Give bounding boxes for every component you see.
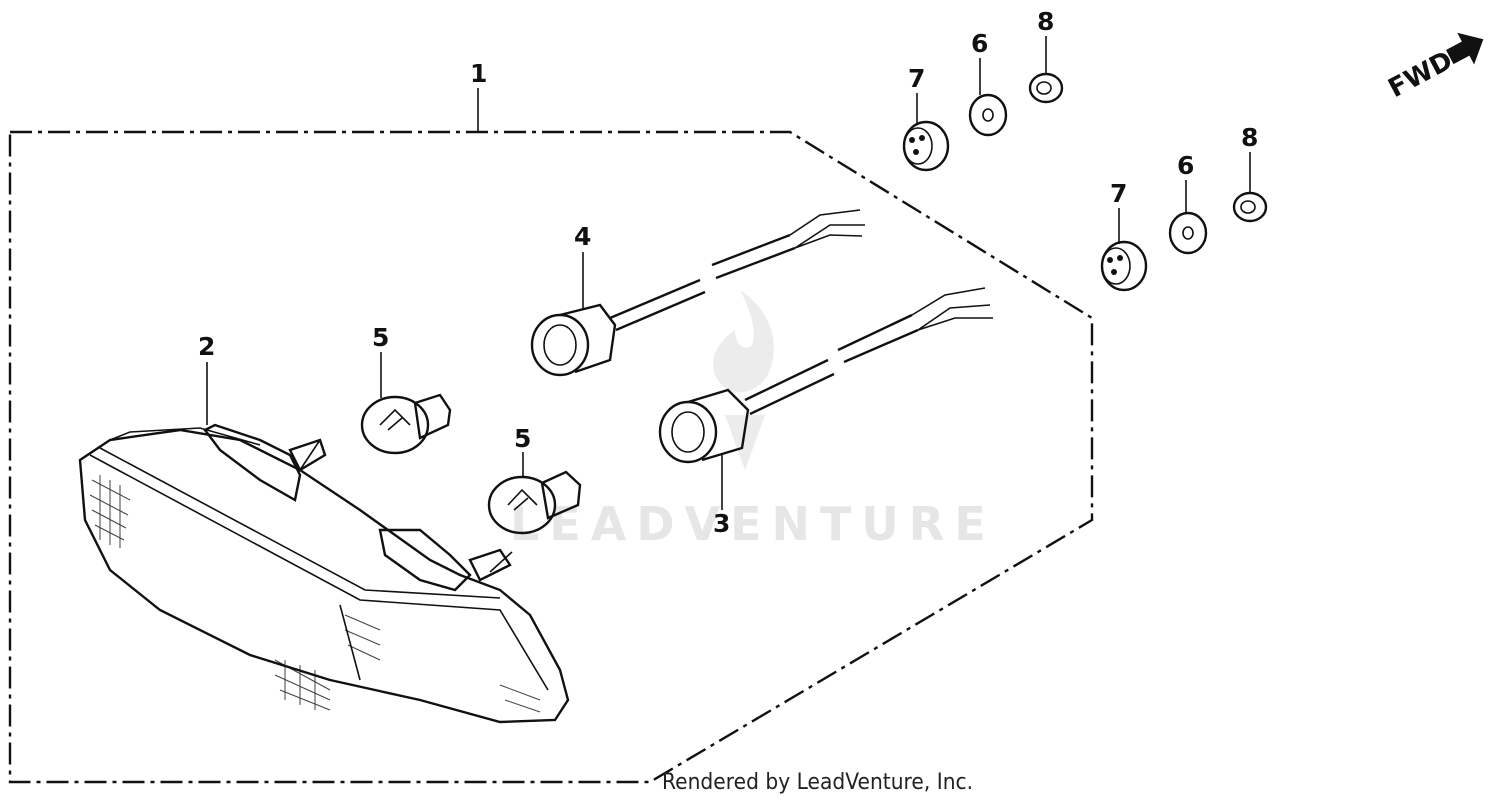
callout-6-upper: 6 (971, 29, 988, 58)
grommet-lower (1100, 240, 1148, 292)
watermark: LEADVENTURE (510, 290, 996, 551)
callout-5-lower: 5 (514, 424, 531, 453)
callout-7-lower: 7 (1110, 179, 1127, 208)
watermark-text: LEADVENTURE (510, 497, 996, 551)
washer-upper (968, 93, 1008, 137)
callout-4: 4 (574, 222, 591, 251)
grommet-upper (902, 120, 950, 172)
callout-2: 2 (198, 332, 215, 361)
washer-lower (1168, 211, 1208, 255)
socket-upper (530, 209, 865, 377)
credit-text: Rendered by LeadVenture, Inc. (662, 770, 974, 795)
callout-7-upper: 7 (908, 64, 925, 93)
nut-upper (1028, 72, 1064, 104)
headlight-housing (78, 423, 570, 724)
bulb-upper (360, 393, 452, 455)
assembly-boundary (8, 130, 1094, 784)
callout-1: 1 (470, 59, 487, 88)
bulb-lower (487, 470, 582, 535)
socket-lower (658, 287, 993, 464)
nut-lower (1232, 191, 1268, 223)
callout-6-lower: 6 (1177, 151, 1194, 180)
callout-5-upper: 5 (372, 323, 389, 352)
callout-8-upper: 8 (1037, 7, 1054, 36)
fwd-arrow-icon: FWD (1384, 32, 1484, 104)
callout-3: 3 (713, 509, 730, 538)
fwd-label: FWD (1384, 46, 1458, 104)
callout-8-lower: 8 (1241, 123, 1258, 152)
